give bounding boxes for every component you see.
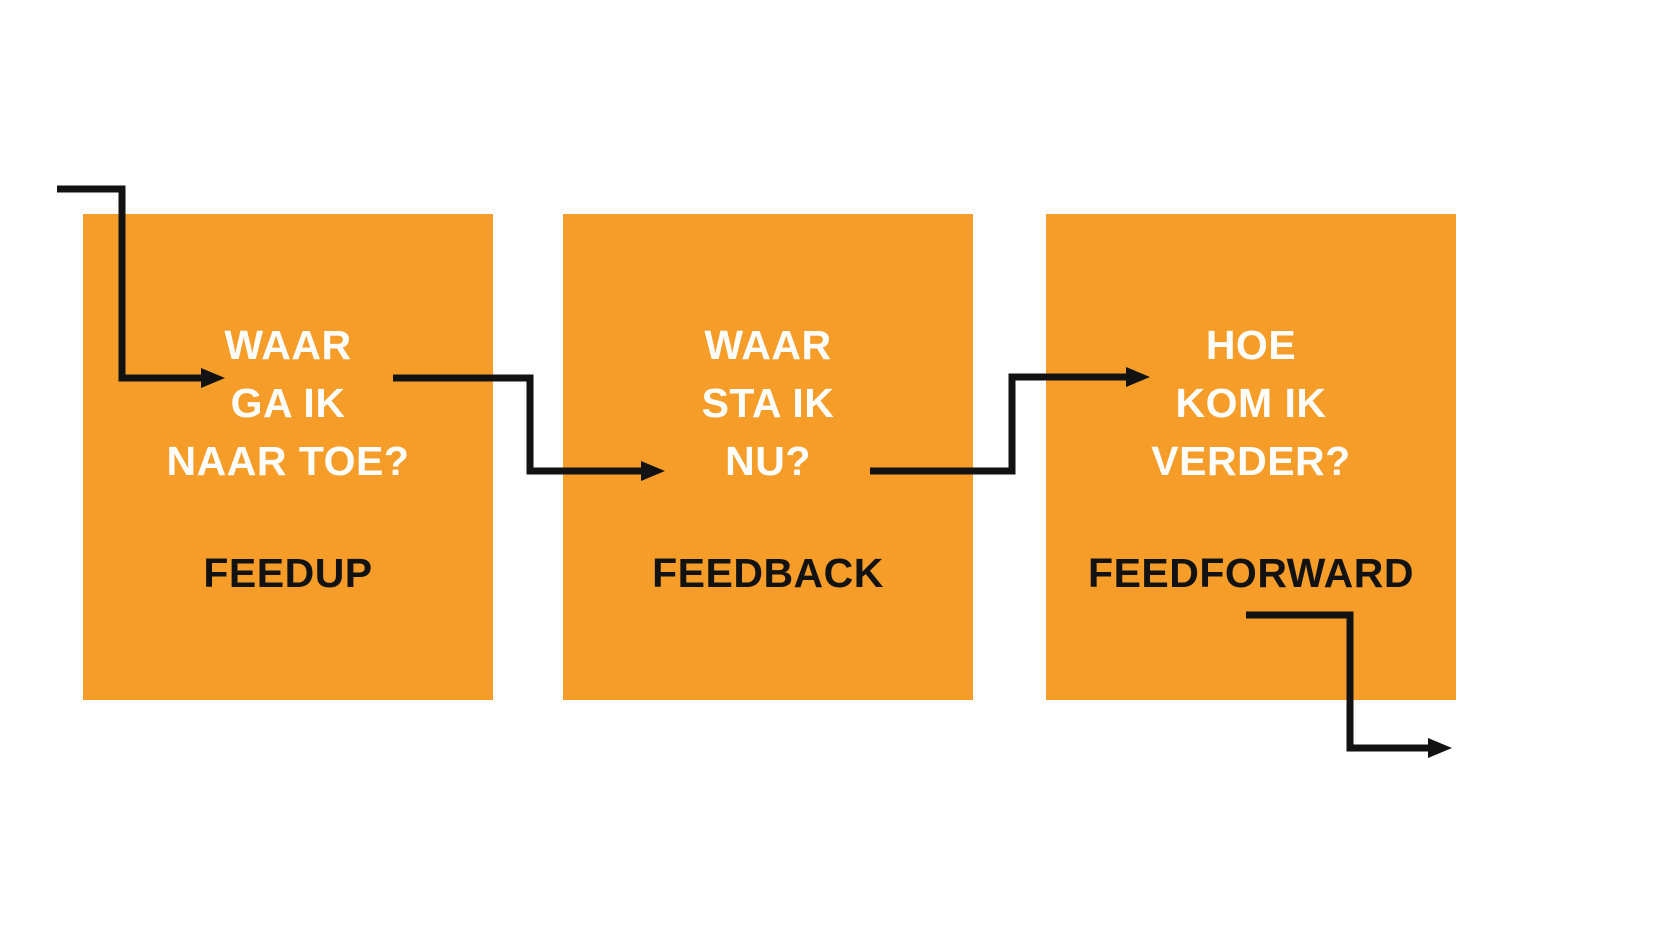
feedup-label: FEEDUP xyxy=(203,550,373,596)
question-line: NU? xyxy=(725,438,811,484)
feedforward-question: HOE KOM IK VERDER? xyxy=(1046,316,1456,490)
feedforward-label: FEEDFORWARD xyxy=(1088,550,1414,596)
feedup-question: WAAR GA IK NAAR TOE? xyxy=(83,316,493,490)
question-line: NAAR TOE? xyxy=(166,438,410,484)
question-line: VERDER? xyxy=(1151,438,1351,484)
question-line: WAAR xyxy=(224,322,352,368)
question-line: HOE xyxy=(1205,322,1297,368)
feedback-label: FEEDBACK xyxy=(652,550,884,596)
question-line: STA IK xyxy=(701,380,835,426)
feedback-question: WAAR STA IK NU? xyxy=(563,316,973,490)
question-line: WAAR xyxy=(704,322,832,368)
question-line: KOM IK xyxy=(1175,380,1327,426)
feedback-box: WAAR STA IK NU? FEEDBACK xyxy=(563,214,973,700)
feedup-box: WAAR GA IK NAAR TOE? FEEDUP xyxy=(83,214,493,700)
feedforward-box: HOE KOM IK VERDER? FEEDFORWARD xyxy=(1046,214,1456,700)
question-line: GA IK xyxy=(230,380,346,426)
